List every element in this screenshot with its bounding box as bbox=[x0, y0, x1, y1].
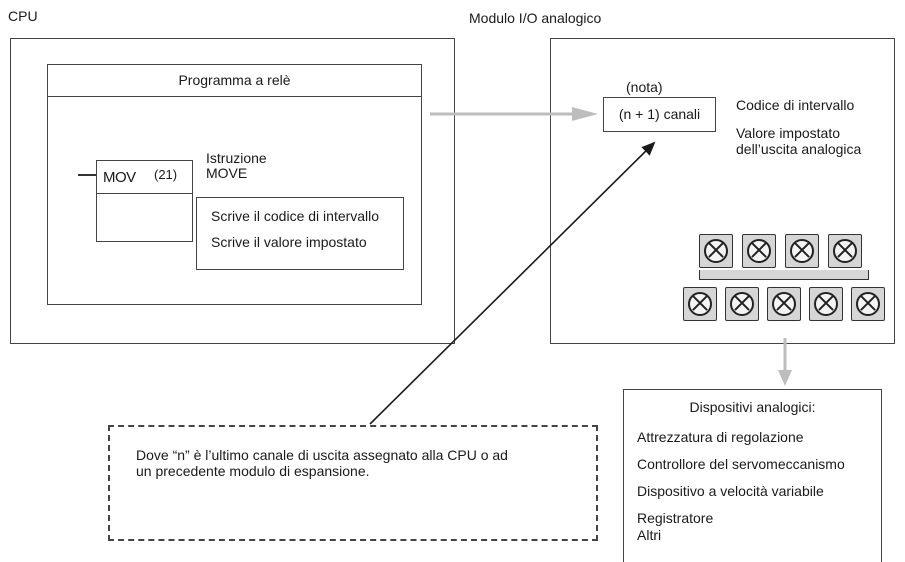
write-set-value: Scrive il valore impostato bbox=[211, 234, 367, 250]
footnote-box: Dove “n” è l’ultimo canale di uscita ass… bbox=[108, 425, 598, 541]
footnote-line1: Dove “n” è l’ultimo canale di uscita ass… bbox=[136, 447, 508, 463]
device-item: Attrezzatura di regolazione bbox=[637, 429, 804, 445]
module-title: Modulo I/O analogico bbox=[469, 10, 602, 26]
mov-number: (21) bbox=[154, 167, 178, 182]
device-item: Altri bbox=[637, 527, 662, 543]
device-item: Controllore del servomeccanismo bbox=[637, 456, 845, 472]
terminal-screw-icon bbox=[767, 287, 801, 321]
device-item: Dispositivo a velocità variabile bbox=[637, 483, 824, 499]
terminal-base-upper bbox=[699, 270, 869, 280]
ladder-program-title: Programma a relè bbox=[178, 72, 291, 88]
note-label: (nota) bbox=[626, 79, 663, 95]
terminal-screw-icon bbox=[809, 287, 843, 321]
module-to-devices-arrow bbox=[778, 338, 792, 386]
analog-devices-box: Dispositivi analogici: Attrezzatura di r… bbox=[623, 389, 882, 562]
mov-instruction-block: MOV (21) bbox=[96, 160, 193, 242]
device-item: Registratore bbox=[637, 510, 714, 526]
analog-devices-title: Dispositivi analogici: bbox=[689, 399, 816, 415]
terminal-block-upper bbox=[699, 234, 869, 282]
terminal-screw-icon bbox=[699, 234, 733, 268]
footnote-line2: un precedente modulo di espansione. bbox=[136, 463, 370, 479]
terminal-screw-icon bbox=[828, 234, 862, 268]
writes-box: Scrive il codice di intervallo Scrive il… bbox=[196, 197, 404, 270]
module-desc-set-value: Valore impostato bbox=[736, 125, 841, 141]
instruction-name-line1: Istruzione bbox=[206, 150, 267, 166]
terminal-screw-icon bbox=[725, 287, 759, 321]
ladder-program-box: Programma a relè bbox=[47, 64, 422, 305]
channels-label: (n + 1) canali bbox=[618, 106, 701, 122]
terminal-block-lower bbox=[680, 284, 895, 339]
terminal-screw-icon bbox=[785, 234, 819, 268]
terminal-screw-icon bbox=[683, 287, 717, 321]
write-range-code: Scrive il codice di intervallo bbox=[211, 208, 380, 224]
mov-header: MOV (21) bbox=[97, 161, 192, 194]
cpu-to-module-arrow bbox=[430, 107, 598, 121]
ladder-rung-line bbox=[78, 174, 96, 176]
module-desc-analog-output: dell’uscita analogica bbox=[736, 141, 862, 157]
instruction-name-line2: MOVE bbox=[206, 165, 248, 181]
cpu-title: CPU bbox=[8, 8, 38, 24]
note-pointer-arrow bbox=[369, 141, 656, 425]
mov-label: MOV bbox=[103, 169, 136, 186]
terminal-screw-icon bbox=[742, 234, 776, 268]
terminal-screw-icon bbox=[851, 287, 885, 321]
ladder-program-header: Programma a relè bbox=[48, 65, 421, 97]
channels-box: (n + 1) canali bbox=[603, 97, 716, 132]
module-desc-range-code: Codice di intervallo bbox=[736, 97, 855, 113]
